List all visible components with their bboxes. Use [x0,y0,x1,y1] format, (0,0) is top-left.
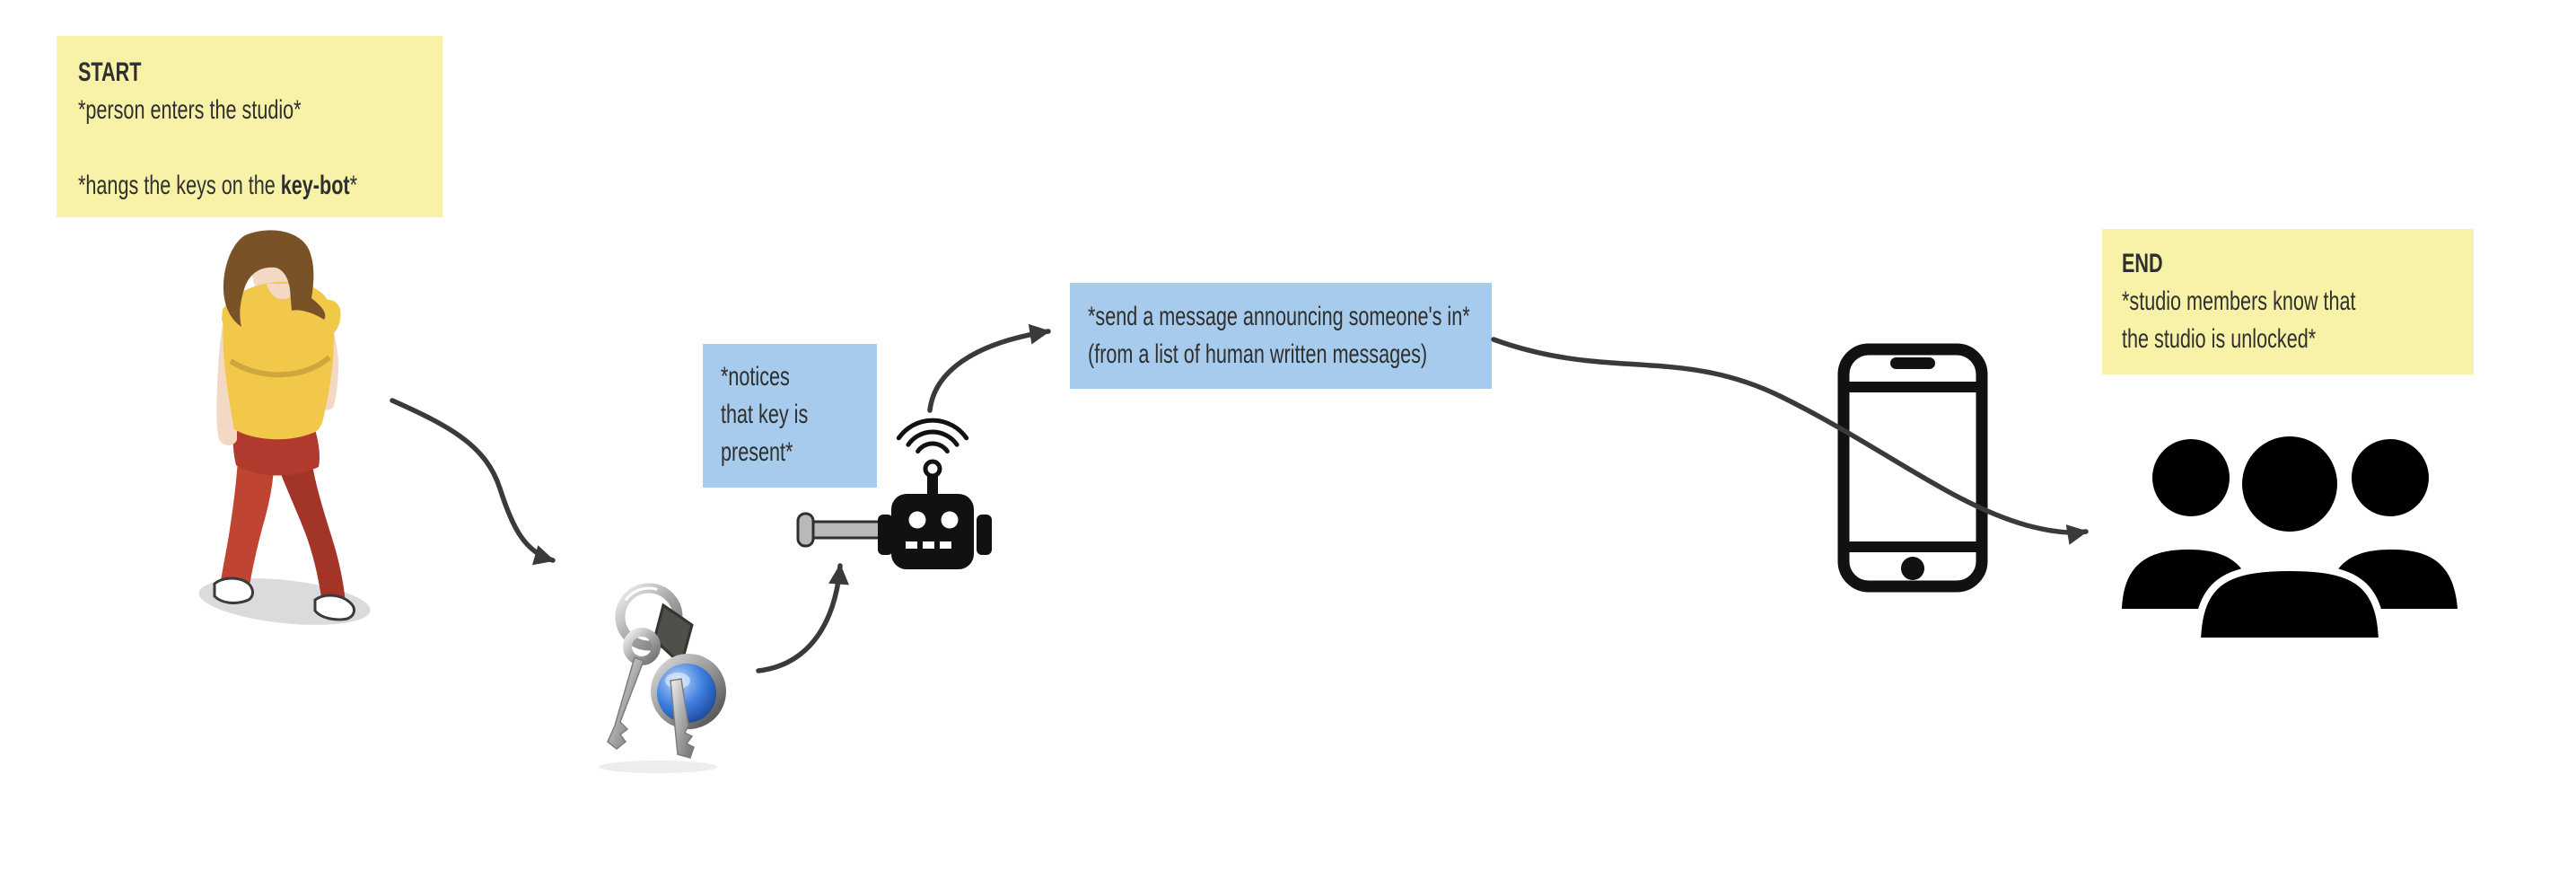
note-end-title: END [2122,249,2163,278]
phone-speaker [1890,357,1935,369]
person-head [2152,439,2230,516]
note-start-keybot-bold: key-bot [280,171,350,200]
note-notice-line3: present* [721,437,793,467]
robot-eye [941,511,959,529]
sticky-note-send: *send a message announcing someone's in*… [1070,283,1492,389]
person-head [2352,439,2429,516]
note-notice-line2: that key is [721,400,809,429]
walking-woman-illustration [198,230,371,625]
group-of-people-icon [2122,436,2458,643]
note-start-title: START [78,57,142,87]
keychain-with-keys-icon [599,583,726,773]
arrow-person-to-keys [390,398,556,566]
note-start-line1: *person enters the studio* [78,95,302,125]
key-hook-arm [796,512,884,548]
sticky-note-notice: *notices that key is present* [703,344,877,488]
smartphone-icon [1837,343,1988,593]
sticky-note-start: START *person enters the studio* *hangs … [57,36,442,217]
note-end-line2: the studio is unlocked* [2122,324,2317,354]
note-send-line1: *send a message announcing someone's in* [1088,302,1470,331]
sticky-note-end: END *studio members know that the studio… [2102,229,2474,374]
note-start-line2: *hangs the keys on the key-bot* [78,171,357,200]
person-body [2193,563,2387,643]
note-start-blank-line [78,129,325,167]
hair [223,230,326,327]
note-notice-line1: *notices [721,362,790,392]
robot-head-icon [796,418,992,569]
note-send-line2: (from a list of human written messages) [1088,339,1428,369]
note-end-line1: *studio members know that [2122,286,2356,316]
front-shoe [213,576,254,604]
wifi-signal-icon [896,418,969,454]
arrow-keys-to-robot [756,563,849,673]
arrow-robot-to-message [927,323,1051,413]
person-head [2242,436,2337,532]
arrow-message-to-people [1491,337,2089,545]
back-shoe [313,594,355,621]
keys-shadow [599,761,717,773]
phone-home-button [1901,557,1924,580]
robot-eye [908,511,926,529]
